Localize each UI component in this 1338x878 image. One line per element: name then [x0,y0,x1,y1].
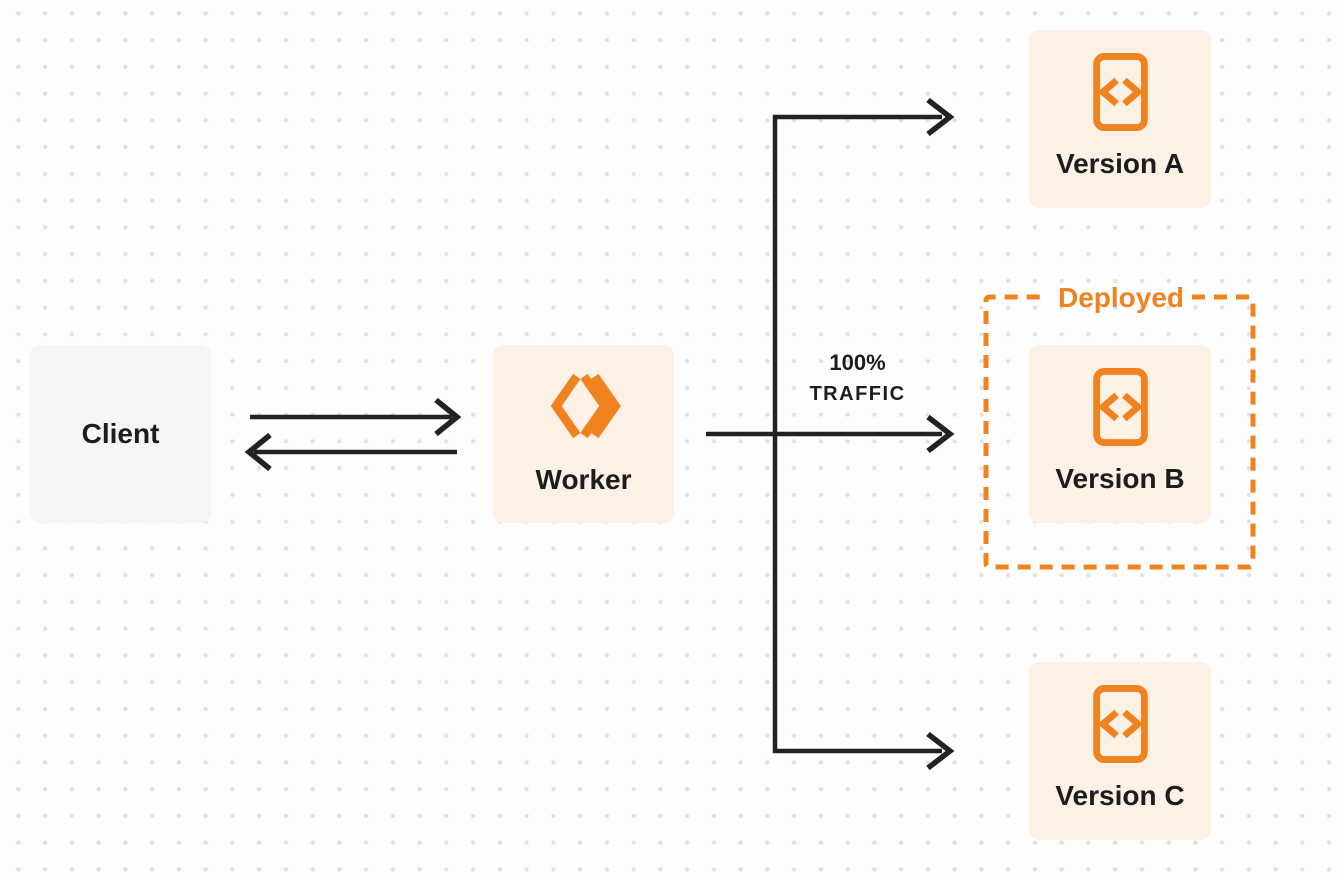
version-a-arrow-head [926,97,955,137]
traffic-label: 100% TRAFFIC [800,350,915,407]
deployed-label: Deployed [1057,282,1185,313]
code-file-icon [1092,685,1148,763]
version-b-label: Version B [1055,463,1185,494]
worker-label: Worker [535,464,632,495]
client-to-worker-arrow-head [434,397,462,437]
version-c-label: Version C [1055,780,1185,811]
deployed-dashed-boundary [983,294,1256,570]
traffic-word: TRAFFIC [809,383,906,405]
version-b-node: Version B [1029,345,1211,523]
worker-node: Worker [493,345,674,523]
traffic-percentage: 100% [829,350,886,375]
code-file-icon [1092,53,1148,131]
worker-to-client-arrow-head [244,432,272,472]
version-b-arrow-head [926,414,955,454]
cloudflare-workers-logo-icon [550,373,621,439]
version-a-label: Version A [1055,148,1185,179]
client-label: Client [81,418,160,449]
version-c-node: Version C [1029,662,1211,840]
client-node: Client [30,345,211,523]
version-c-arrow-head [926,731,955,771]
version-a-node: Version A [1029,30,1211,208]
code-file-icon [1092,368,1148,446]
